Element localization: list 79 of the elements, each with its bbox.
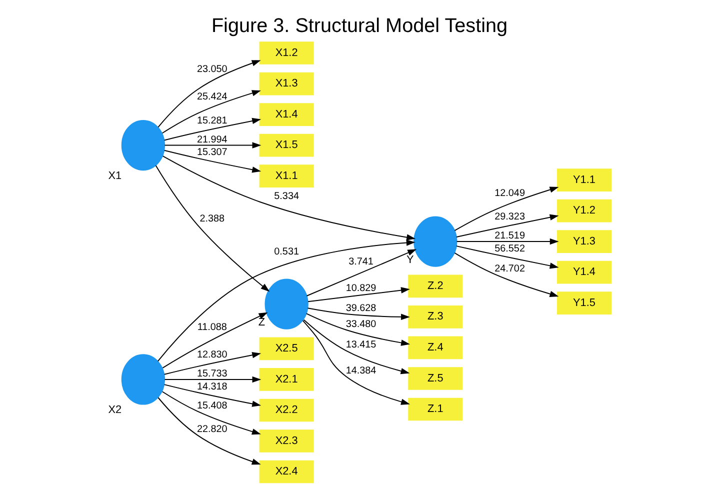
node-box: Y1.4 [556, 260, 612, 284]
edge-label: 5.334 [274, 190, 298, 202]
edge-label: 21.994 [196, 134, 227, 146]
arrow [455, 214, 558, 238]
node-ellipse [264, 278, 308, 330]
edge-label: 12.830 [196, 350, 227, 361]
edge-label: 0.531 [274, 246, 298, 258]
edge-label: 2.388 [199, 214, 224, 225]
edge-label: 15.307 [196, 147, 227, 158]
arrow [306, 308, 410, 320]
arrow [302, 319, 410, 374]
edge-label: 15.281 [196, 115, 227, 126]
arrow [157, 60, 260, 128]
arrow [455, 246, 558, 269]
node-box: X2.3 [258, 430, 314, 452]
arrow [157, 397, 260, 465]
arrow [154, 165, 270, 292]
edge-label: 23.050 [196, 64, 227, 75]
node-box: X2.4 [258, 460, 314, 484]
arrow [454, 252, 558, 297]
node-box: X1.3 [258, 72, 314, 96]
arrow [161, 90, 260, 134]
node-ellipse [120, 354, 165, 405]
node-label: Z [258, 316, 265, 329]
node-box: X2.1 [258, 368, 314, 391]
node-box: X2.5 [258, 337, 314, 360]
arrow [164, 142, 261, 148]
edge-label: 12.049 [494, 188, 524, 199]
node-box: X1.5 [258, 134, 314, 157]
arrow [156, 240, 415, 362]
edge-label: 56.552 [494, 243, 524, 254]
edge-label: 22.820 [196, 424, 227, 436]
node-box: Y1.5 [556, 292, 612, 314]
edge-label: 13.415 [345, 340, 376, 351]
node-box: X1.2 [258, 42, 314, 64]
node-box: Y1.3 [556, 230, 612, 253]
edge-label: 24.702 [494, 263, 524, 274]
edge-label: 29.323 [494, 212, 524, 223]
edge-label: 10.829 [345, 283, 376, 294]
arrow [305, 313, 410, 346]
node-box: X1.4 [258, 103, 314, 126]
node-box: Z.5 [408, 367, 462, 390]
arrow [163, 352, 261, 375]
arrow [306, 249, 416, 296]
node-label: X1 [108, 170, 122, 182]
edge-label: 33.480 [345, 318, 376, 330]
edge-label: 14.318 [196, 381, 227, 392]
node-box: Y1.1 [556, 168, 612, 192]
arrow [302, 320, 410, 405]
arrow [454, 186, 558, 232]
node-ellipse [413, 216, 457, 267]
node-box: Z.4 [408, 336, 462, 360]
arrow [162, 312, 268, 368]
edge-label: 39.628 [345, 303, 376, 314]
edge-label: 3.741 [348, 256, 373, 268]
edge-label: 15.408 [196, 400, 227, 412]
node-label: Y [406, 254, 414, 266]
node-box: Z.3 [408, 306, 462, 328]
arrow [456, 238, 558, 245]
arrow [163, 118, 261, 141]
edge-label: 14.384 [345, 366, 376, 377]
node-ellipse [120, 120, 165, 171]
arrow [163, 150, 261, 173]
node-box: X2.2 [258, 398, 314, 422]
node-box: Z.1 [408, 398, 462, 421]
node-label: X2 [108, 404, 122, 416]
arrow [161, 391, 260, 435]
node-box: X1.1 [258, 164, 314, 188]
edge-label: 11.088 [196, 322, 226, 333]
arrow [164, 376, 261, 383]
arrow [307, 287, 410, 302]
node-box: Z.2 [408, 274, 462, 298]
diagram-title: Figure 3. Structural Model Testing [210, 15, 508, 38]
arrow [163, 384, 261, 407]
edge-label: 21.519 [494, 230, 524, 242]
arrow [162, 156, 416, 240]
node-box: Y1.2 [556, 199, 612, 222]
edge-label: 25.424 [196, 92, 227, 103]
edge-label: 15.733 [196, 368, 227, 380]
